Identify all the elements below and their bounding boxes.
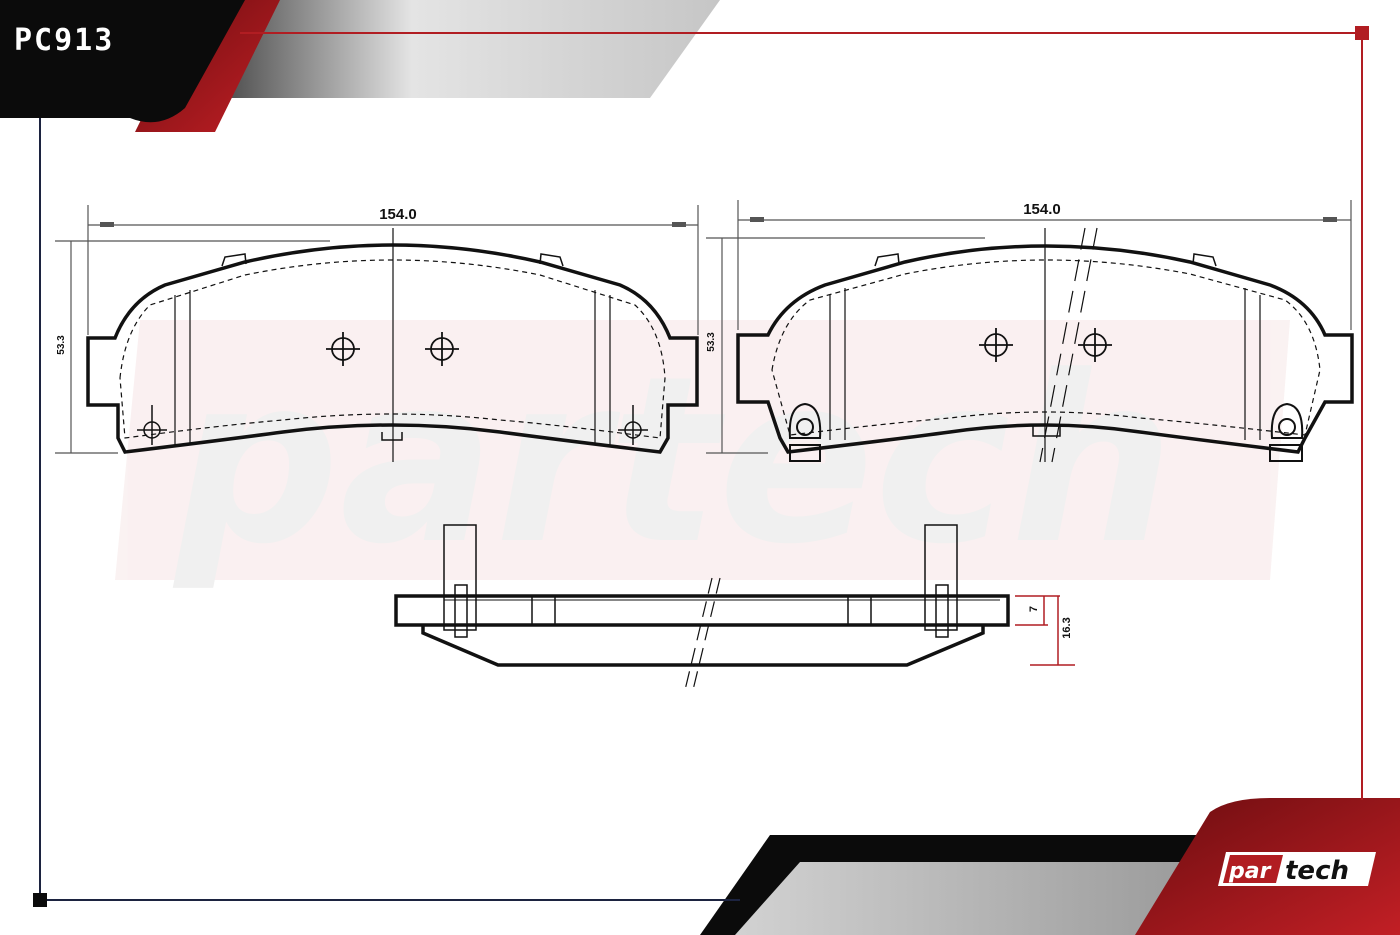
part-code: PC913 xyxy=(14,23,115,58)
height-label-right: 53.3 xyxy=(706,332,717,352)
width-label-left: 154.0 xyxy=(379,206,417,223)
brand-logo: par tech xyxy=(1218,852,1376,886)
pad-view-right xyxy=(736,227,1354,463)
pad-view-left xyxy=(86,228,699,462)
width-label-right: 154.0 xyxy=(1023,201,1061,218)
left-dimensions xyxy=(55,205,699,454)
height-label-left: 53.3 xyxy=(56,335,67,355)
right-dimensions xyxy=(706,200,1352,454)
watermark: partech xyxy=(115,320,1290,595)
pad-profile-view xyxy=(394,524,1010,691)
thickness-label-backing: 7 xyxy=(1028,606,1040,612)
profile-dimensions xyxy=(1015,595,1075,666)
logo-prefix: par xyxy=(1228,859,1272,884)
hole-marker xyxy=(326,332,459,366)
frame-lines xyxy=(33,26,1369,907)
watermark-text: partech xyxy=(172,328,1174,595)
header-banner xyxy=(0,0,720,132)
logo-suffix: tech xyxy=(1285,856,1349,886)
thickness-label-total: 16.3 xyxy=(1061,617,1073,638)
